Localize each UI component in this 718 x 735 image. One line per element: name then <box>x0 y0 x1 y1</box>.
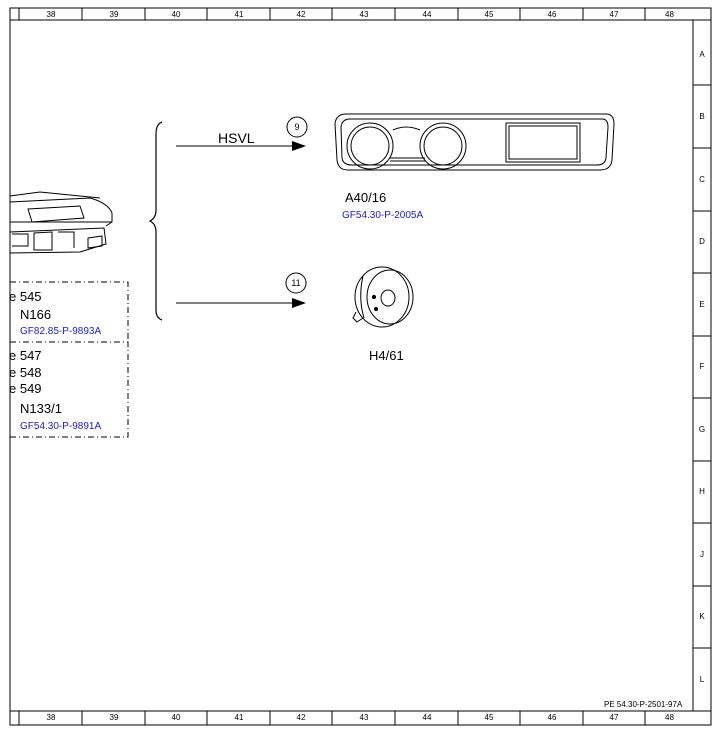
row-a: A <box>699 50 705 59</box>
col-45-top: 45 <box>484 10 494 19</box>
row-l: L <box>699 675 705 684</box>
cluster-name: A40/16 <box>345 190 387 205</box>
col-41-bottom: 41 <box>234 713 244 722</box>
row-f: F <box>699 362 705 371</box>
col-43-bottom: 43 <box>359 713 369 722</box>
n133-box <box>10 341 129 438</box>
col-42-bottom: 42 <box>296 713 306 722</box>
col-48-top: 48 <box>665 10 674 19</box>
arrow-head-bottom <box>292 298 306 308</box>
n166-name: N166 <box>20 307 52 322</box>
col-38-top: 38 <box>46 10 56 19</box>
col-39-bottom: 39 <box>109 713 119 722</box>
n133-variant-1: e 547 <box>9 348 42 363</box>
col-46-top: 46 <box>547 10 557 19</box>
col-42-top: 42 <box>296 10 306 19</box>
signal-label-hsvl: HSVL <box>218 130 255 146</box>
col-48-bottom: 48 <box>665 713 674 722</box>
n133-variant-3: e 549 <box>9 381 42 396</box>
row-e: E <box>699 300 705 309</box>
row-j: J <box>700 550 704 559</box>
document-id: PE 54.30-P-2501-97A <box>604 700 683 709</box>
circle-9-label: 9 <box>294 122 300 132</box>
instrument-cluster-drawing <box>334 113 615 171</box>
col-39-top: 39 <box>109 10 119 19</box>
n166-variant: e 545 <box>9 289 42 304</box>
col-43-top: 43 <box>359 10 369 19</box>
row-c: C <box>699 175 705 184</box>
n166-box <box>10 281 129 342</box>
col-38-bottom: 38 <box>46 713 56 722</box>
n133-ref-link[interactable]: GF54.30-P-9891A <box>20 421 102 432</box>
arrow-head-top <box>292 141 306 151</box>
control-unit-drawing <box>9 191 113 254</box>
cluster-ref-link[interactable]: GF54.30-P-2005A <box>342 210 424 221</box>
col-47-top: 47 <box>609 10 619 19</box>
col-47-bottom: 47 <box>609 713 619 722</box>
row-d: D <box>699 237 705 246</box>
circle-9 <box>286 116 308 138</box>
row-b: B <box>699 112 705 121</box>
horn-drawing <box>352 266 414 328</box>
signal-brace <box>148 121 163 321</box>
n133-variant-2: e 548 <box>9 365 42 380</box>
col-40-top: 40 <box>171 10 181 19</box>
col-44-bottom: 44 <box>422 713 432 722</box>
n166-ref-link[interactable]: GF82.85-P-9893A <box>20 326 102 337</box>
col-40-bottom: 40 <box>171 713 181 722</box>
col-46-bottom: 46 <box>547 713 557 722</box>
row-k: K <box>699 612 705 621</box>
horn-name: H4/61 <box>369 348 404 363</box>
col-41-top: 41 <box>234 10 244 19</box>
col-45-bottom: 45 <box>484 713 494 722</box>
row-h: H <box>699 487 705 496</box>
row-g: G <box>698 425 706 434</box>
circle-11-label: 11 <box>291 278 301 288</box>
n133-name: N133/1 <box>20 401 62 416</box>
col-44-top: 44 <box>422 10 432 19</box>
circle-11 <box>285 272 307 294</box>
